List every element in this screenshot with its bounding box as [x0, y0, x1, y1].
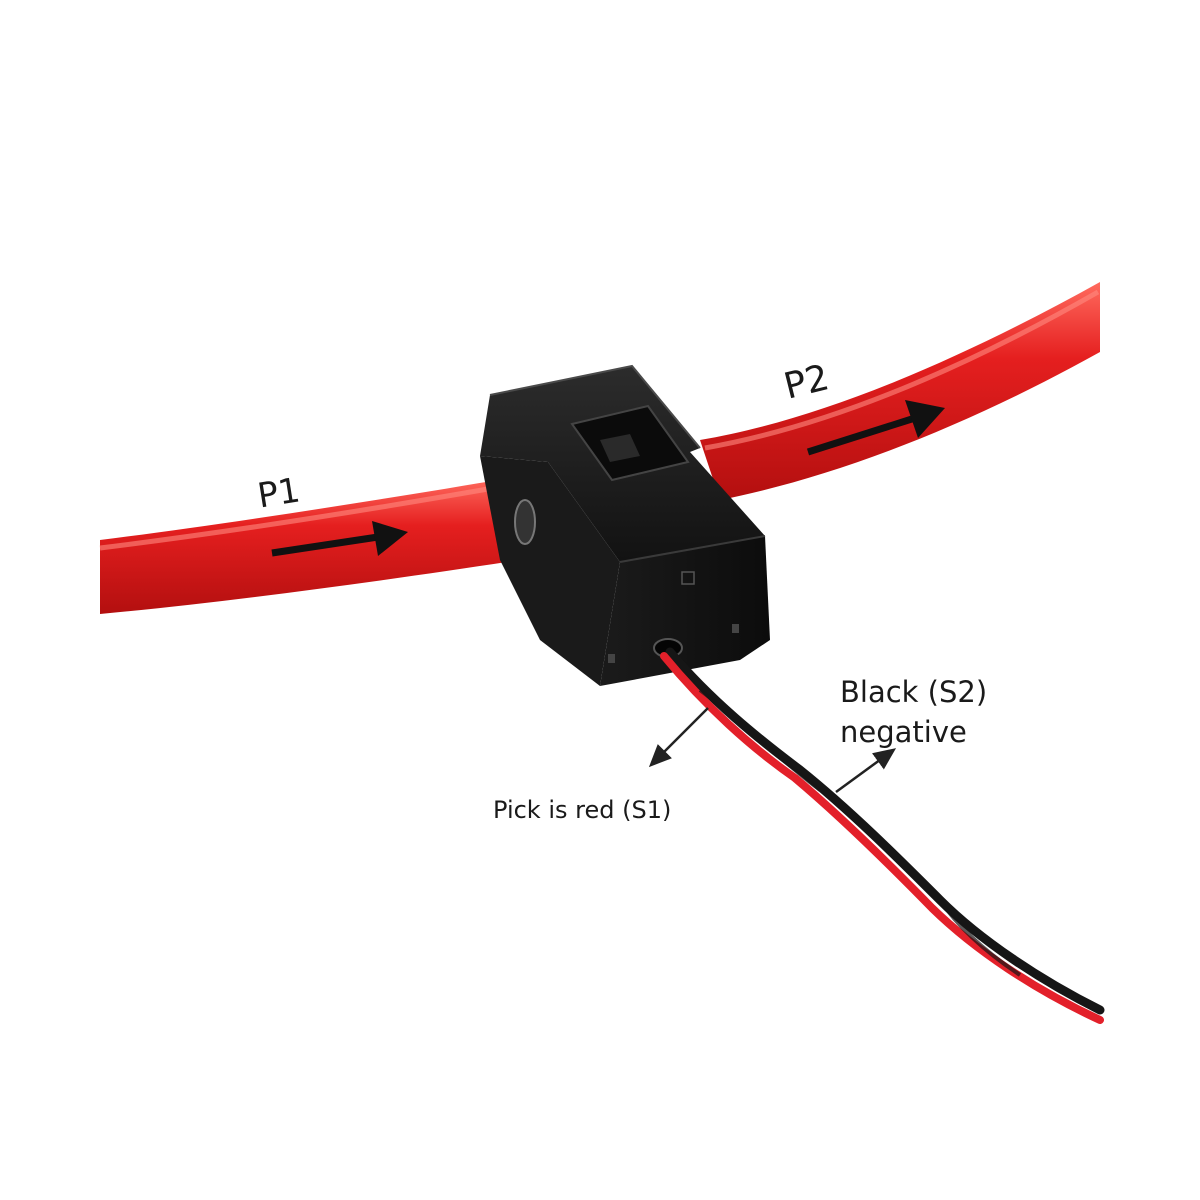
black-s2-pointer: [835, 748, 897, 794]
current-transformer-clamp: [480, 364, 770, 686]
negative-label: negative: [840, 715, 967, 749]
red-s1-pointer: [648, 707, 709, 768]
red-s1-label: Pick is red (S1): [493, 796, 672, 824]
black-s2-label: Black (S2): [840, 675, 988, 709]
p1-label: P1: [254, 470, 303, 517]
signal-lead-wire: [660, 647, 1105, 1024]
p1-direction-arrow: [271, 521, 408, 557]
p2-direction-arrow: [806, 400, 945, 456]
